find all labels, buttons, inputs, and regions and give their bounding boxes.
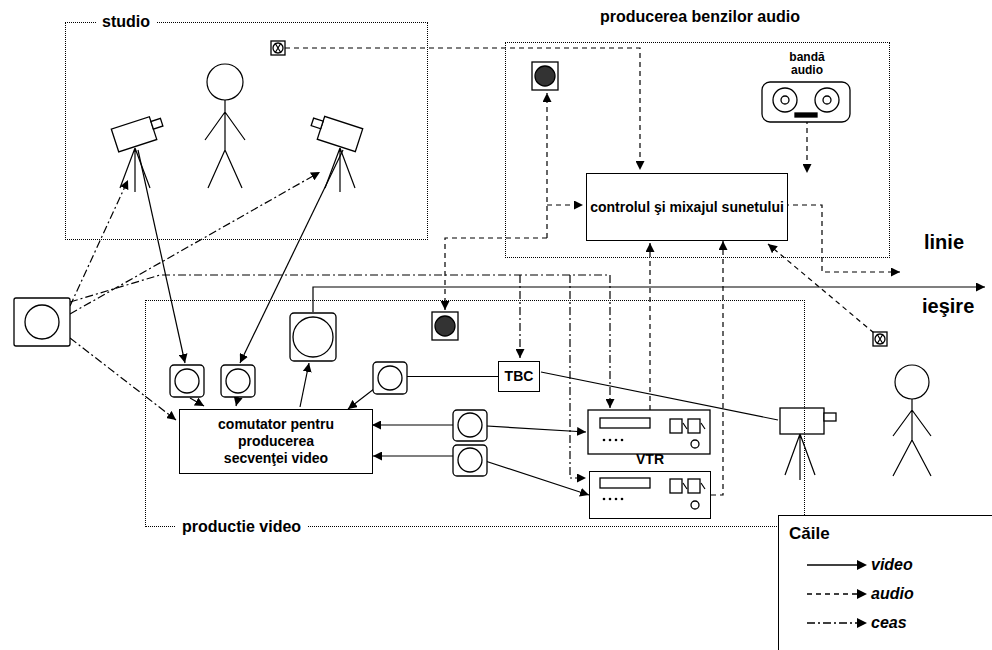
- legend-label: video: [871, 554, 913, 576]
- audio-tape-deck: bandă audio: [763, 51, 851, 83]
- legend-line-sample: [779, 554, 869, 576]
- video-switcher-box: comutator pentru producerea secvenţei vi…: [179, 409, 373, 474]
- output-label: linie: [924, 230, 964, 254]
- node-label: TBC: [505, 368, 534, 385]
- legend-line-sample: [779, 612, 869, 634]
- region-title: productie video: [176, 517, 307, 537]
- legend-row: video: [779, 554, 979, 576]
- vtr-recorder: VTR: [589, 471, 711, 519]
- node-label: comutator pentru producerea secvenţei vi…: [206, 416, 346, 467]
- legend-box: Căile video audio ceas: [778, 515, 992, 650]
- video-connector: [348, 377, 498, 410]
- node-label: controlul şi mixajul sunetului: [590, 199, 784, 216]
- tbc-box: TBC: [498, 361, 540, 392]
- legend-line-sample: [779, 583, 869, 605]
- audio-connector: [711, 241, 723, 495]
- audio-region: producerea benzilor audiobandă audiocont…: [505, 42, 890, 258]
- legend-label: audio: [871, 583, 914, 605]
- region-title: studio: [96, 12, 156, 32]
- node-label: bandă audio: [782, 51, 832, 77]
- output-label: ieşire: [922, 294, 974, 318]
- node-label: VTR: [590, 450, 710, 468]
- video-region: productie videocomutator pentru producer…: [145, 300, 805, 527]
- legend-row: ceas: [779, 612, 979, 634]
- sound-mixer-box: controlul şi mixajul sunetului: [586, 173, 788, 241]
- region-title: producerea benzilor audio: [594, 7, 806, 27]
- legend-title: Căile: [789, 522, 830, 546]
- legend-label: ceas: [871, 612, 907, 634]
- legend-row: audio: [779, 583, 979, 605]
- studio-region: studio: [65, 22, 428, 240]
